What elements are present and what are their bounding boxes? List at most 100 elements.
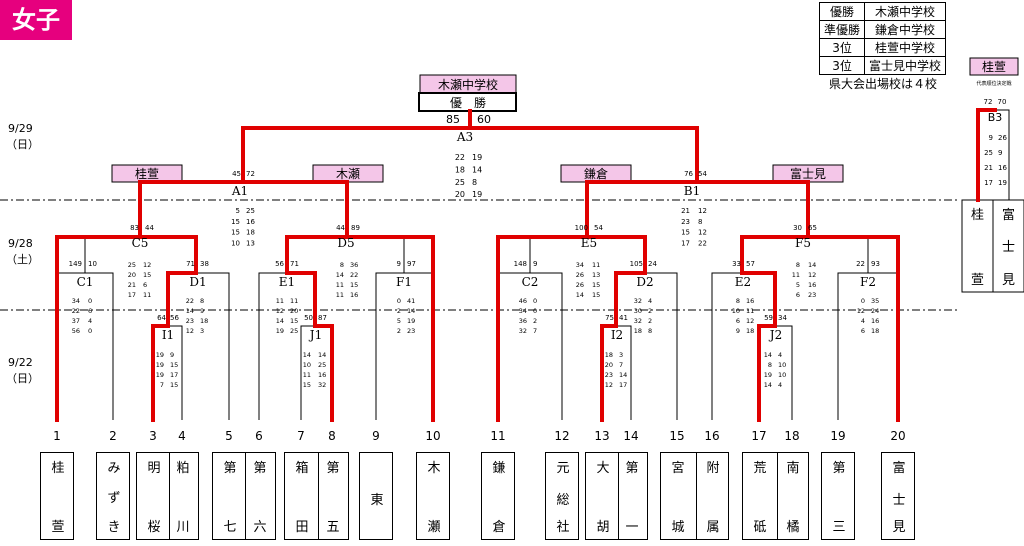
set-score-left: 23 (186, 317, 194, 325)
match-score-left: 83 (130, 224, 139, 232)
match-score-right: 93 (871, 260, 880, 268)
set-score-left: 10 (231, 240, 240, 248)
team-number: 5 (225, 429, 233, 443)
playoff-set-right: 9 (998, 149, 1002, 157)
set-score-left: 9 (736, 327, 740, 335)
match-label: E2 (735, 275, 751, 289)
school-name-column: 粕川 (168, 453, 198, 539)
bracket-line (615, 272, 678, 420)
set-score-left: 32 (519, 327, 527, 335)
set-score-right: 7 (533, 327, 537, 335)
winning-path (138, 109, 472, 239)
match-label: D1 (189, 275, 206, 289)
team-number: 18 (784, 429, 799, 443)
set-score-left: 5 (397, 317, 401, 325)
match-score-left: 100 (575, 224, 588, 232)
school-name-column: 桂萱 (43, 453, 73, 539)
match-label: J2 (768, 328, 782, 342)
set-score-right: 0 (88, 297, 92, 305)
set-score-right: 12 (746, 317, 754, 325)
set-score-left: 5 (796, 281, 800, 289)
match-score-right: 71 (290, 260, 299, 268)
match-label: I2 (611, 328, 623, 342)
set-score-right: 16 (808, 281, 816, 289)
match-score-right: 54 (698, 170, 707, 178)
school-name-box: みずき (96, 452, 130, 540)
set-score-right: 14 (407, 307, 415, 315)
set-score-left: 15 (231, 229, 240, 237)
match-label: F2 (860, 275, 876, 289)
results-row: 3位富士見中学校 (818, 56, 947, 75)
match-label: C1 (77, 275, 94, 289)
school-char: 第 (326, 461, 340, 476)
set-score-left: 19 (156, 361, 164, 369)
set-score-left: 30 (634, 307, 642, 315)
match-score-left: 33 (732, 260, 741, 268)
set-score-right: 0 (533, 297, 537, 305)
school-name-column: 第七 (215, 453, 245, 539)
set-score-left: 23 (681, 218, 690, 226)
set-score-left: 14 (576, 291, 584, 299)
set-score-left: 18 (455, 165, 465, 174)
set-score-left: 6 (796, 291, 800, 299)
school-name-column: 南橘 (778, 453, 808, 539)
match-score-right: 9 (533, 260, 537, 268)
playoff-match-label: B3 (988, 111, 1003, 124)
match-score-right: 38 (200, 260, 209, 268)
match-score-right: 24 (648, 260, 657, 268)
match-label: C5 (132, 236, 149, 250)
champion-title: 優 勝 (450, 95, 486, 110)
set-score-left: 14 (186, 307, 194, 315)
set-score-right: 10 (778, 371, 786, 379)
school-char: 鎌 (492, 461, 506, 476)
set-score-right: 6 (88, 307, 92, 315)
winner-label: 鎌倉 (584, 166, 608, 181)
school-name-column: 箱田 (287, 453, 317, 539)
match-label: I1 (162, 328, 174, 342)
school-char: 第 (832, 461, 846, 476)
set-score-left: 8 (736, 297, 740, 305)
match-label: F5 (795, 236, 811, 250)
school-name-box: 大胡第一 (585, 452, 648, 540)
set-score-right: 32 (318, 381, 326, 389)
team-number: 1 (53, 429, 61, 443)
winning-path (695, 180, 900, 422)
set-score-left: 26 (576, 281, 584, 289)
set-score-right: 4 (778, 351, 782, 359)
set-score-left: 17 (128, 291, 136, 299)
day-label: （日） (6, 138, 39, 151)
team-number: 19 (830, 429, 845, 443)
set-score-left: 12 (276, 307, 284, 315)
team-number: 17 (751, 429, 766, 443)
school-name-box: 鎌倉 (481, 452, 515, 540)
match-score-left: 75 (605, 314, 614, 322)
set-score-left: 32 (634, 297, 642, 305)
school-name-box: 元総社 (545, 452, 579, 540)
team-number: 20 (890, 429, 905, 443)
set-score-right: 25 (246, 207, 255, 215)
team-number: 3 (149, 429, 157, 443)
set-score-right: 19 (407, 317, 415, 325)
set-score-left: 2 (397, 307, 401, 315)
school-name-box: 宮城附属 (660, 452, 729, 540)
set-score-left: 17 (681, 240, 690, 248)
set-score-right: 23 (808, 291, 816, 299)
match-score-left: 50 (304, 314, 313, 322)
results-table: 優勝木瀬中学校 準優勝鎌倉中学校 3位桂萱中学校 3位富士見中学校 (818, 2, 947, 75)
match-score-left: 56 (275, 260, 284, 268)
school-char: 城 (671, 520, 685, 535)
match-score-left: 9 (397, 260, 401, 268)
set-score-right: 12 (808, 271, 816, 279)
school-char: 瀬 (427, 520, 441, 535)
school-char: 倉 (492, 520, 506, 535)
set-score-right: 13 (246, 240, 255, 248)
set-score-right: 14 (808, 261, 816, 269)
school-char: 第 (625, 461, 639, 476)
playoff-set-left: 21 (984, 164, 993, 172)
set-score-left: 23 (605, 371, 613, 379)
set-score-right: 8 (648, 327, 652, 335)
playoff-set-right: 26 (998, 134, 1007, 142)
school-char: 見 (892, 520, 906, 535)
school-name-column: 第六 (245, 453, 275, 539)
winning-path (976, 108, 997, 202)
